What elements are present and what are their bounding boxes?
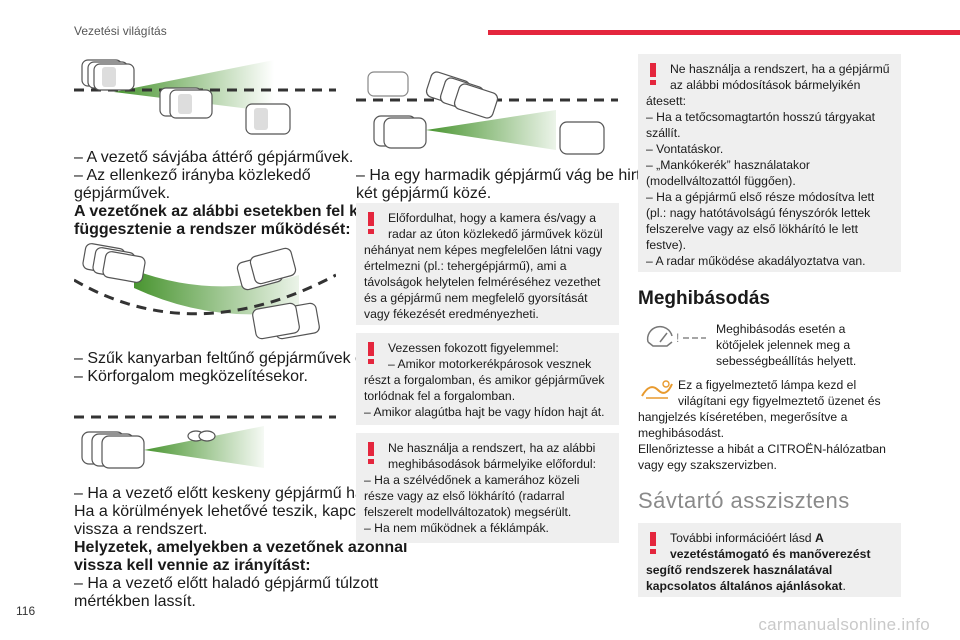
text-line: értelmezni (pl.: tehergépjármű), ami a bbox=[364, 259, 567, 273]
speedometer-fault-icon: ! bbox=[646, 325, 706, 347]
bend-cases-text: – Szűk kanyarban feltűnő gépjárművek ese… bbox=[74, 350, 408, 386]
narrow-vehicle-text: – Ha a vezető előtt keskeny gépjármű hal… bbox=[74, 485, 408, 611]
text-line: – Ha a gépjármű első része módosítva let… bbox=[646, 190, 875, 204]
driving-assist-warning-lamp-icon bbox=[641, 380, 673, 399]
section-heading-lane-assist: Sávtartó asszisztens bbox=[638, 488, 850, 513]
text-line: Ne használja a rendszert, ha a gépjármű bbox=[670, 62, 890, 76]
text-line: – Ha a vezető előtt keskeny gépjármű hal… bbox=[74, 485, 390, 502]
text-line: gépjárművek. bbox=[74, 185, 171, 202]
text-segment: További információért lásd bbox=[670, 531, 815, 545]
text-line: hangjelzés kíséretében, megerősítve a bbox=[638, 410, 848, 424]
warning-exclamation-icon bbox=[368, 342, 374, 364]
text-line: részt a forgalomban, és amikor gépjárműv… bbox=[364, 373, 605, 387]
text-line: vissza a rendszert. bbox=[74, 521, 208, 538]
third-vehicle-text: – Ha egy harmadik gépjármű vág be hirtel… bbox=[356, 167, 685, 203]
text-line: átesett: bbox=[646, 94, 686, 108]
text-line: felszerelve vagy az első lökhárító le le… bbox=[646, 222, 859, 236]
warning-exclamation-icon bbox=[650, 532, 656, 554]
text-line: mértékben lassít. bbox=[74, 593, 196, 610]
narrow-vehicle-illustration bbox=[74, 415, 336, 469]
text-line: Ellenőriztesse a hibát a CITROËN-hálózat… bbox=[638, 442, 886, 456]
text-line: Előfordulhat, hogy a kamera és/vagy a bbox=[388, 211, 596, 225]
warning-exclamation-icon bbox=[650, 63, 656, 85]
text-line: Meghibásodás esetén a bbox=[716, 322, 846, 336]
text-line: radar az úton közlekedő járművek közül bbox=[388, 227, 603, 241]
text-line: Helyzetek, amelyekben a vezetőnek azonna… bbox=[74, 539, 408, 556]
modifications-warning-note: Ne használja a rendszert, ha a gépjármű … bbox=[638, 54, 901, 272]
lane-assist-reference-note: További információért lásd A vezetéstámo… bbox=[638, 523, 901, 597]
sharp-bend-illustration bbox=[74, 243, 336, 340]
text-line: – Ha a vezető előtt haladó gépjármű túlz… bbox=[74, 575, 379, 592]
text-line: felszerelt modellváltozatok) megsérült. bbox=[364, 505, 572, 519]
text-line: – Az ellenkező irányba közlekedő bbox=[74, 167, 311, 184]
camera-radar-warning-note: Előfordulhat, hogy a kamera és/vagy a ra… bbox=[356, 203, 619, 325]
text-line: vagy egy szakszervizben. bbox=[638, 458, 777, 472]
text-line: (pl.: nagy hatótávolságú fényszórók lett… bbox=[646, 206, 871, 220]
text-line: festve). bbox=[646, 238, 686, 252]
faults-warning-note: Ne használja a rendszert, ha az alábbi m… bbox=[356, 433, 619, 543]
text-line: sebességbeállítás helyett. bbox=[716, 354, 857, 368]
text-line: – Vontatáskor. bbox=[646, 142, 724, 156]
header-accent-bar bbox=[488, 30, 960, 35]
text-line: Ha a körülmények lehetővé teszik, kapcso… bbox=[74, 503, 389, 520]
text-line: kapcsolatos általános ajánlásokat. bbox=[646, 578, 893, 594]
watermark: carmanualsonline.info bbox=[758, 615, 930, 634]
text-line: A vezetőnek az alábbi esetekben fel kell bbox=[74, 203, 376, 220]
reference-link[interactable]: vezetéstámogató és manőverezést bbox=[670, 547, 871, 561]
warning-exclamation-icon bbox=[368, 212, 374, 234]
text-line: vagy fékezését eredményezheti. bbox=[364, 307, 539, 321]
text-line: Ez a figyelmeztető lámpa kezd el bbox=[678, 378, 857, 392]
text-line: – Amikor motorkerékpárosok vesznek bbox=[388, 357, 592, 371]
text-line: – Körforgalom megközelítésekor. bbox=[74, 368, 308, 385]
warning-exclamation-icon bbox=[368, 442, 374, 464]
text-line: része vagy az első lökhárító (radarral bbox=[364, 489, 565, 503]
text-line: További információért lásd A bbox=[646, 530, 893, 546]
text-line: távolságok helytelen felméréséhez vezeth… bbox=[364, 275, 601, 289]
text-line: szállít. bbox=[646, 126, 681, 140]
text-line: – Szűk kanyarban feltűnő gépjárművek ese… bbox=[74, 350, 408, 367]
text-line: – Ha egy harmadik gépjármű vág be hirtel… bbox=[356, 167, 685, 184]
vehicle-cases-text: – A vezető sávjába áttérő gépjárművek. –… bbox=[74, 149, 376, 239]
reference-link[interactable]: kapcsolatos általános ajánlásokat bbox=[646, 579, 843, 593]
text-line: – A vezető sávjába áttérő gépjárművek. bbox=[74, 149, 354, 166]
svg-text:!: ! bbox=[676, 331, 679, 345]
text-line: és a gépjármű nem megfelelő gyorsítását bbox=[364, 291, 588, 305]
text-line: az alábbi módosítások bármelyikén bbox=[670, 78, 861, 92]
attention-warning-note: Vezessen fokozott figyelemmel: – Amikor … bbox=[356, 333, 619, 425]
text-line: torlódnak fel a forgalomban. bbox=[364, 389, 516, 403]
page-number: 116 bbox=[16, 604, 36, 618]
text-line: – A radar működése akadályoztatva van. bbox=[646, 254, 866, 268]
page-header-title: Vezetési világítás bbox=[74, 24, 167, 38]
fault-lamp-text: Ez a figyelmeztető lámpa kezd el világít… bbox=[638, 377, 886, 473]
reference-link[interactable]: A bbox=[814, 531, 824, 545]
reference-link[interactable]: segítő rendszerek használatával bbox=[646, 563, 833, 577]
text-segment: . bbox=[842, 579, 846, 593]
text-line: két gépjármű közé. bbox=[356, 185, 492, 202]
text-line: – Ha nem működnek a féklámpák. bbox=[364, 521, 549, 535]
text-line: függesztenie a rendszer működését: bbox=[74, 221, 351, 238]
text-line: Ne használja a rendszert, ha az alábbi bbox=[388, 441, 596, 455]
fault-dashes-text: Meghibásodás esetén a kötőjelek jelennek… bbox=[716, 321, 856, 369]
cut-in-vehicle-illustration bbox=[74, 59, 336, 135]
text-line: meghibásodást. bbox=[638, 426, 725, 440]
text-line: világítani egy figyelmeztető üzenet és bbox=[678, 394, 881, 408]
text-line: meghibásodások bármelyike előfordul: bbox=[388, 457, 596, 471]
text-line: kötőjelek jelennek meg a bbox=[716, 338, 851, 352]
text-line: – Ha a szélvédőnek a kamerához közeli bbox=[364, 473, 580, 487]
text-line: – Ha a tetőcsomagtartón hosszú tárgyakat bbox=[646, 110, 875, 124]
text-line: – „Mankókerék” használatakor bbox=[646, 158, 810, 172]
section-heading-fault: Meghibásodás bbox=[638, 288, 770, 309]
text-line: (modellváltozattól függően). bbox=[646, 174, 796, 188]
text-line: Vezessen fokozott figyelemmel: bbox=[388, 341, 559, 355]
text-line: vissza kell vennie az irányítást: bbox=[74, 557, 311, 574]
text-line: néhányat nem képes megfelelően látni vag… bbox=[364, 243, 602, 257]
cut-in-third-vehicle-illustration bbox=[356, 71, 618, 155]
text-line: – Amikor alagútba hajt be vagy hídon haj… bbox=[364, 405, 605, 419]
